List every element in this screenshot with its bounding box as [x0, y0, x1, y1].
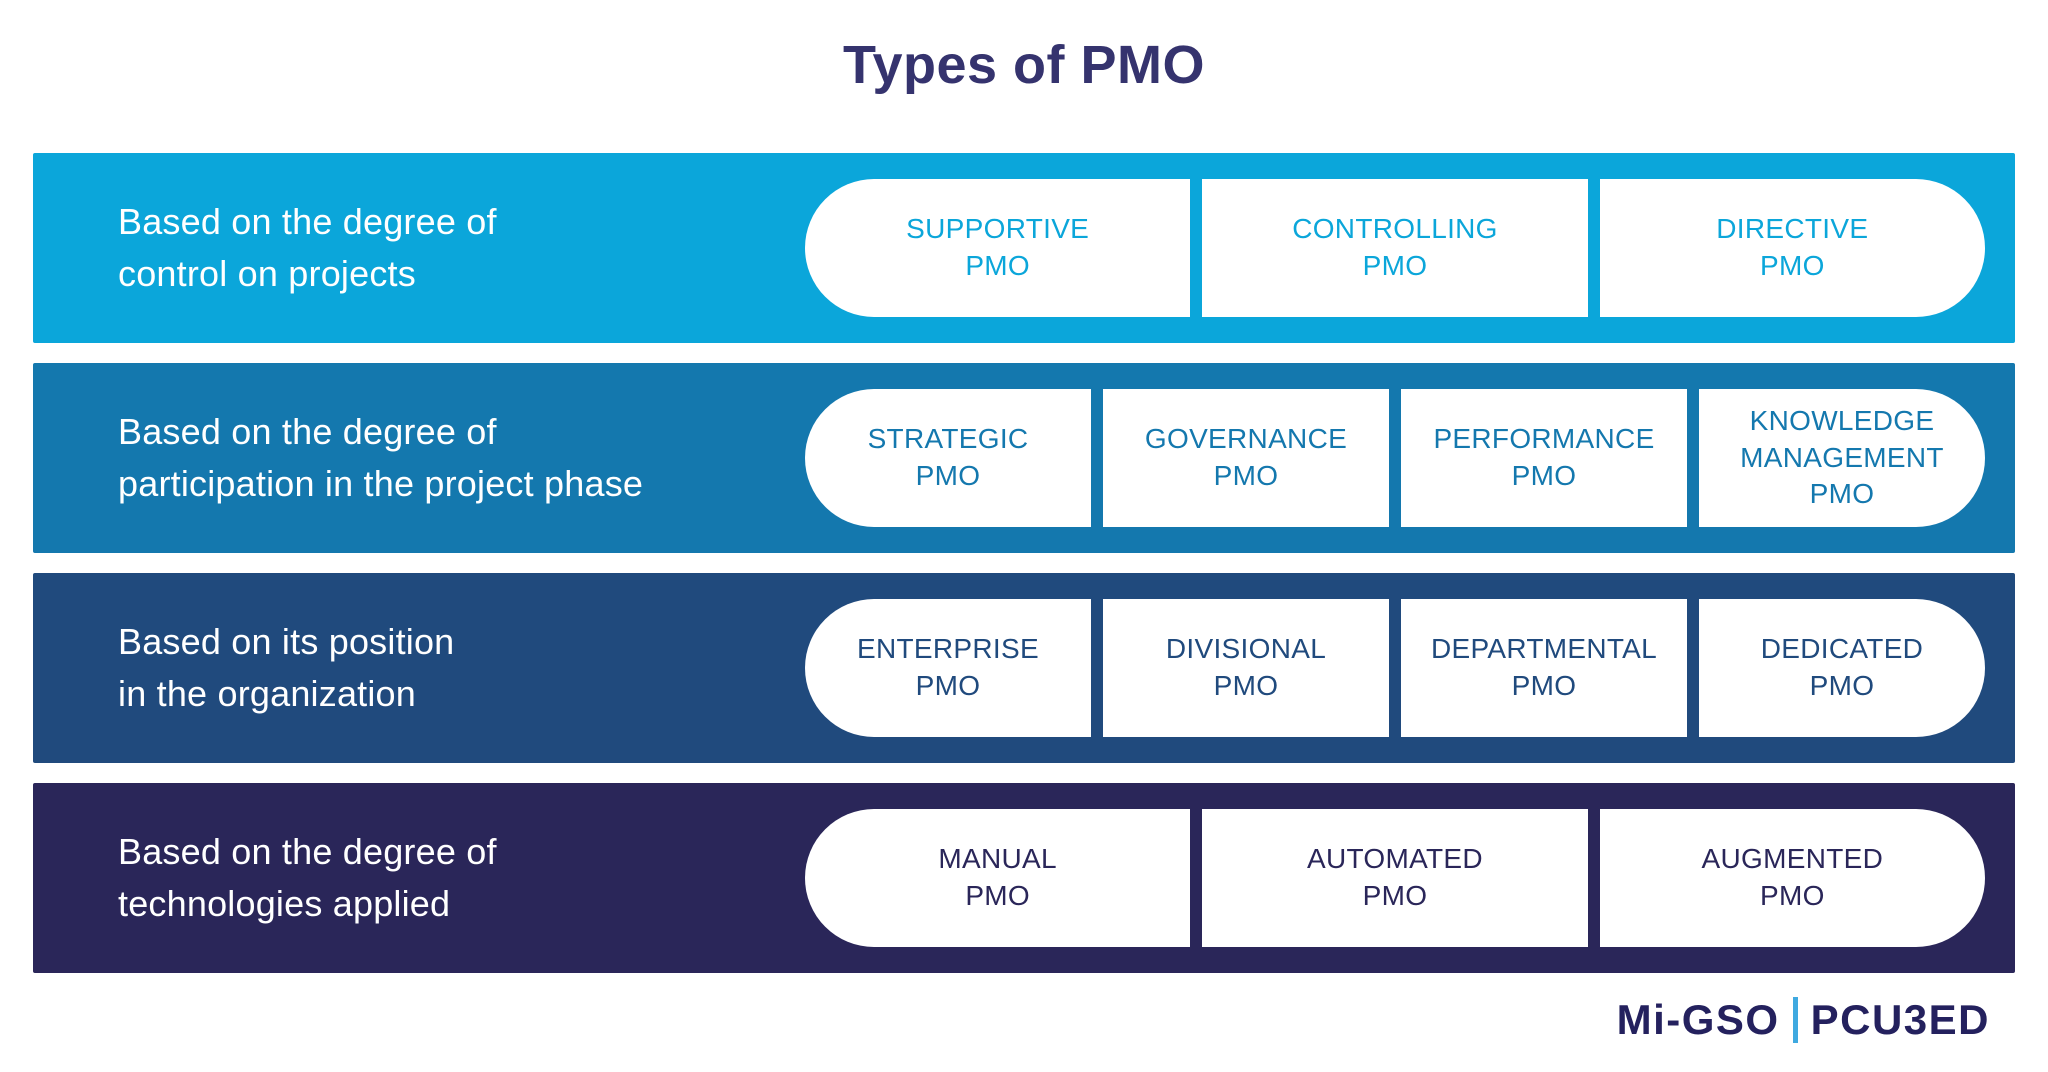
pill-divisional-pmo: DIVISIONAL PMO: [1103, 599, 1389, 737]
band-label-position-in-organization: Based on its position in the organizatio…: [118, 620, 455, 714]
band-degree-of-technologies: Based on the degree of technologies appl…: [33, 783, 2015, 973]
page-title: Types of PMO: [842, 35, 1206, 95]
band-label-degree-of-technologies: Based on the degree of technologies appl…: [118, 830, 497, 924]
pill-group-degree-of-technologies: MANUAL PMO AUTOMATED PMO AUGMENTED PMO: [805, 783, 1985, 973]
pill-augmented-pmo: AUGMENTED PMO: [1599, 809, 1985, 947]
pill-manual-pmo: MANUAL PMO: [805, 809, 1191, 947]
brand-logo: Mi-GSO PCU3ED: [1617, 996, 1990, 1044]
band-position-in-organization: Based on its position in the organizatio…: [33, 573, 2015, 763]
pill-performance-pmo: PERFORMANCE PMO: [1401, 389, 1687, 527]
pill-supportive-pmo: SUPPORTIVE PMO: [805, 179, 1191, 317]
pill-group-position-in-organization: ENTERPRISE PMO DIVISIONAL PMO DEPARTMENT…: [805, 573, 1985, 763]
pill-controlling-pmo: CONTROLLING PMO: [1202, 179, 1588, 317]
logo-divider-bar: [1792, 997, 1798, 1043]
band-label-degree-of-participation: Based on the degree of participation in …: [118, 410, 644, 504]
pill-knowledge-management-pmo: KNOWLEDGE MANAGEMENT PMO: [1699, 389, 1985, 527]
band-degree-of-participation: Based on the degree of participation in …: [33, 363, 2015, 553]
pill-governance-pmo: GOVERNANCE PMO: [1103, 389, 1389, 527]
pill-dedicated-pmo: DEDICATED PMO: [1699, 599, 1985, 737]
pill-departmental-pmo: DEPARTMENTAL PMO: [1401, 599, 1687, 737]
band-label-degree-of-control: Based on the degree of control on projec…: [118, 200, 497, 294]
pill-automated-pmo: AUTOMATED PMO: [1202, 809, 1588, 947]
pill-enterprise-pmo: ENTERPRISE PMO: [805, 599, 1091, 737]
pill-group-degree-of-participation: STRATEGIC PMO GOVERNANCE PMO PERFORMANCE…: [805, 363, 1985, 553]
pill-strategic-pmo: STRATEGIC PMO: [805, 389, 1091, 527]
logo-migso-wordmark: Mi-GSO: [1616, 996, 1780, 1043]
band-degree-of-control: Based on the degree of control on projec…: [33, 153, 2015, 343]
pill-group-degree-of-control: SUPPORTIVE PMO CONTROLLING PMO DIRECTIVE…: [805, 153, 1985, 343]
logo-pcubed-wordmark: PCU3ED: [1810, 996, 1990, 1043]
band-list: Based on the degree of control on projec…: [33, 153, 2015, 993]
pill-directive-pmo: DIRECTIVE PMO: [1599, 179, 1985, 317]
